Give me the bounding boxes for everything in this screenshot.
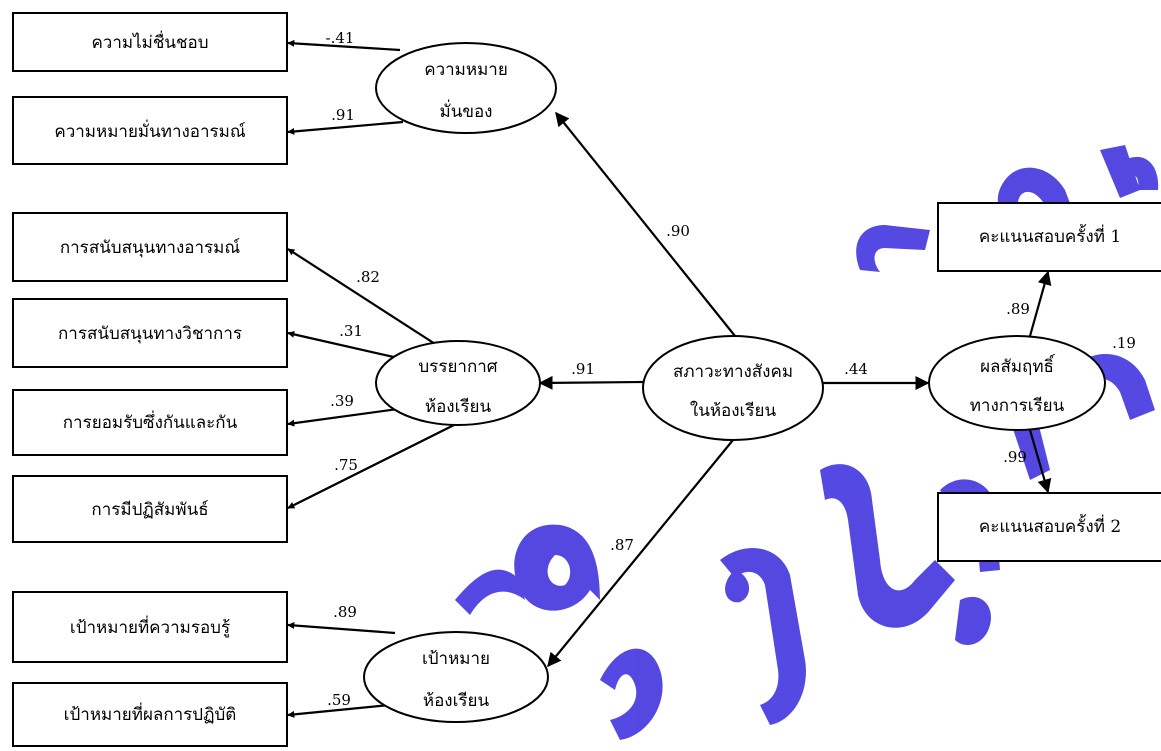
coef-l1-ob1: -.41 <box>326 29 355 47</box>
observed-box-2 <box>12 96 288 165</box>
coef-l2-ob3: .82 <box>356 268 380 286</box>
latent-label-5b: ทางการเรียน <box>970 396 1065 416</box>
observed-label-1: ความไม่ชื่นชอบ <box>91 30 208 53</box>
latent-ellipse-2 <box>375 340 541 426</box>
observed-box-5 <box>12 389 288 456</box>
coef-l5-ob10: .99 <box>1003 448 1027 466</box>
observed-box-9 <box>937 202 1161 272</box>
coef-l5-ob9: .89 <box>1006 300 1030 318</box>
latent-variables: ความหมาย มั่นของ บรรยากาศ ห้องเรียน เป้า… <box>363 42 1106 723</box>
observed-label-4: การสนับสนุนทางวิชาการ <box>58 324 242 344</box>
coef-l2-ob4: .31 <box>339 322 363 340</box>
arrow-l3-ob7 <box>287 621 396 635</box>
latent-ellipse-3 <box>363 631 549 723</box>
observed-label-7: เป้าหมายที่ความรอบรู้ <box>70 615 230 638</box>
observed-label-8: เป้าหมายที่ผลการปฏิบัติ <box>64 702 237 725</box>
latent-label-5a: ผลสัมฤทธิ์ <box>980 354 1056 377</box>
arrow-l4-l1 <box>555 111 736 337</box>
observed-label-6: การมีปฏิสัมพันธ์ <box>91 500 208 520</box>
coef-l4-l3: .87 <box>610 536 634 554</box>
arrow-l3-ob8 <box>287 703 391 718</box>
observed-label-3: การสนับสนุนทางอารมณ์ <box>60 238 241 258</box>
arrow-l1-ob2 <box>287 120 404 135</box>
observed-box-3 <box>12 212 288 282</box>
observed-box-1 <box>12 12 288 72</box>
arrow-l5-ob9 <box>1028 270 1052 337</box>
arrow-l2-ob5 <box>287 407 399 427</box>
observed-variables: ความไม่ชื่นชอบ ความหมายมั่นทางอารมณ์ การ… <box>12 12 1161 747</box>
arrow-l2-ob3 <box>287 248 461 361</box>
latent-label-4a: สภาวะทางสังคม <box>673 362 793 382</box>
latent-label-2b: ห้องเรียน <box>425 397 492 417</box>
latent-label-4b: ในห้องเรียน <box>690 400 777 421</box>
arrow-l2-ob4 <box>287 330 399 360</box>
observed-label-9: คะแนนสอบครั้งที่ 1 <box>979 224 1121 247</box>
coef-r-squared: .19 <box>1112 334 1136 352</box>
latent-label-1a: ความหมาย <box>424 60 508 80</box>
latent-ellipse-5 <box>928 335 1106 431</box>
observed-label-2: ความหมายมั่นทางอารมณ์ <box>54 119 246 142</box>
arrow-l2-ob6 <box>287 421 461 509</box>
arrow-l4-l2 <box>538 375 644 390</box>
coef-l1-ob2: .91 <box>331 106 355 124</box>
latent-label-1b: มั่นของ <box>440 99 493 122</box>
latent-label-3b: ห้องเรียน <box>423 691 490 711</box>
coef-l3-ob7: .89 <box>333 603 357 621</box>
coef-l4-l2: .91 <box>571 360 595 378</box>
observed-box-8 <box>12 682 288 747</box>
observed-box-6 <box>12 475 288 543</box>
arrow-l4-l3 <box>547 439 734 668</box>
observed-label-10: คะแนนสอบครั้งที่ 2 <box>979 514 1121 537</box>
coef-l2-ob5: .39 <box>330 392 354 410</box>
observed-label-5: การยอมรับซึ่งกันและกัน <box>63 410 238 433</box>
observed-box-7 <box>12 591 288 663</box>
latent-label-2a: บรรยากาศ <box>418 357 497 377</box>
coef-l4-l1: .90 <box>666 222 690 240</box>
coef-l2-ob6: .75 <box>334 456 358 474</box>
latent-label-3a: เป้าหมาย <box>422 649 490 669</box>
path-arrows <box>287 39 1052 718</box>
coef-l3-ob8: .59 <box>327 691 351 709</box>
latent-ellipse-1 <box>375 42 557 134</box>
path-coefficients: -.41 .91 .82 .31 .39 .75 .89 .59 .90 .91… <box>326 29 1136 709</box>
latent-ellipse-4 <box>642 335 824 441</box>
observed-box-4 <box>12 298 288 368</box>
coef-l4-l5: .44 <box>844 360 868 378</box>
observed-box-10 <box>937 492 1161 562</box>
arrow-l5-ob10 <box>1028 429 1052 494</box>
arrow-l1-ob1 <box>287 39 401 52</box>
